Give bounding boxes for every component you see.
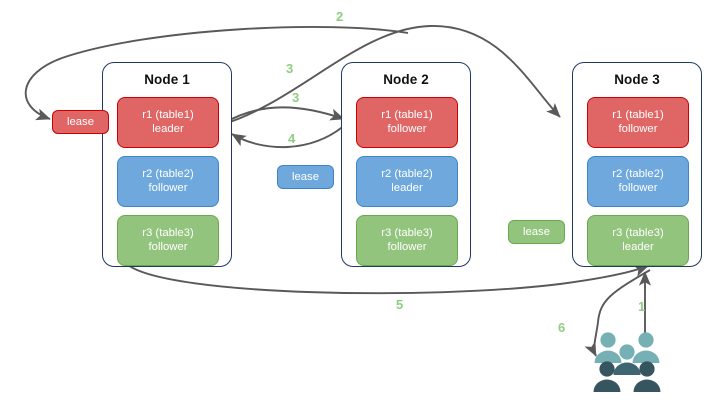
clients-icon[interactable] [591, 331, 663, 399]
replica-role: follower [387, 122, 427, 135]
replica-chip-node1-r3[interactable]: r3 (table3) follower [117, 215, 219, 266]
step-label-3-upper: 3 [286, 61, 294, 76]
replica-name: r2 (table2) [612, 168, 664, 181]
replica-chip-node3-r1[interactable]: r1 (table1) follower [587, 97, 689, 148]
clients-front-row [593, 361, 661, 392]
replica-name: r2 (table2) [381, 168, 433, 181]
replica-chip-node2-r2[interactable]: r2 (table2) leader [356, 156, 458, 207]
step-label-3-lower: 3 [292, 90, 300, 105]
replica-role: leader [152, 122, 184, 135]
node-container-2[interactable]: Node 2 r1 (table1) follower r2 (table2) … [341, 62, 471, 267]
step-label-1: 1 [638, 299, 646, 314]
replica-role: follower [148, 181, 188, 194]
replica-role: follower [618, 122, 658, 135]
replica-chip-node3-r3[interactable]: r3 (table3) leader [587, 215, 689, 266]
step-label-2: 2 [336, 9, 344, 24]
replica-role: follower [618, 181, 658, 194]
replica-chip-node1-r1[interactable]: r1 (table1) leader [117, 97, 219, 148]
edge-step-5 [127, 264, 649, 295]
replica-name: r1 (table1) [381, 109, 433, 122]
replica-name: r1 (table1) [612, 109, 664, 122]
replica-chip-node3-r2[interactable]: r2 (table2) follower [587, 156, 689, 207]
edge-step-3-lower [225, 106, 345, 123]
replica-name: r3 (table3) [612, 227, 664, 240]
step-label-6: 6 [558, 320, 566, 335]
replica-name: r3 (table3) [142, 227, 194, 240]
step-label-5: 5 [396, 297, 404, 312]
replica-name: r2 (table2) [142, 168, 194, 181]
lease-chip-r1[interactable]: lease [52, 110, 109, 134]
replica-name: r1 (table1) [142, 109, 194, 122]
node-title-2: Node 2 [383, 72, 429, 87]
replica-role: follower [387, 240, 427, 253]
node-title-3: Node 3 [614, 72, 660, 87]
replica-role: leader [622, 240, 654, 253]
replica-name: r3 (table3) [381, 227, 433, 240]
node-title-1: Node 1 [144, 72, 190, 87]
node-container-3[interactable]: Node 3 r1 (table1) follower r2 (table2) … [572, 62, 702, 267]
lease-chip-r3[interactable]: lease [508, 220, 565, 244]
lease-chip-r2[interactable]: lease [277, 165, 334, 189]
step-label-4: 4 [288, 131, 296, 146]
node-container-1[interactable]: Node 1 r1 (table1) leader r2 (table2) fo… [102, 62, 232, 267]
replica-chip-node1-r2[interactable]: r2 (table2) follower [117, 156, 219, 207]
replica-chip-node2-r3[interactable]: r3 (table3) follower [356, 215, 458, 266]
replica-role: leader [391, 181, 423, 194]
replica-chip-node2-r1[interactable]: r1 (table1) follower [356, 97, 458, 148]
replica-role: follower [148, 240, 188, 253]
clients-middle-dark-figure [613, 362, 641, 375]
